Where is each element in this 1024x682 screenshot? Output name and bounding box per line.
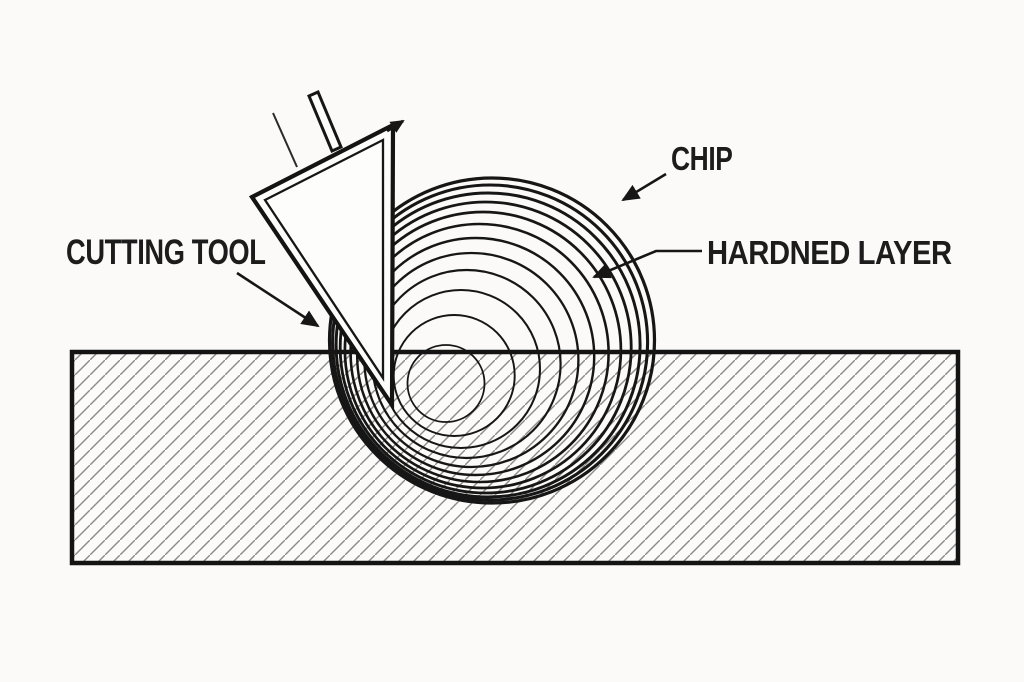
tool-motion-arrow xyxy=(386,119,405,133)
tool-body-triangle xyxy=(248,121,396,412)
chip-curl-arc xyxy=(343,210,623,490)
tool-shank xyxy=(307,90,343,153)
chip-curl-arc xyxy=(349,222,610,484)
tool-inner-bevel xyxy=(263,138,385,382)
chip-curl-arc xyxy=(406,344,486,423)
chip-curl-arc xyxy=(334,191,642,499)
cutting-tool-label: CUTTING TOOL xyxy=(66,233,266,272)
tool-sketch-line xyxy=(272,112,298,168)
chip-curl-arc xyxy=(338,200,633,495)
cutting-tool xyxy=(248,90,405,412)
chip-curl-arc xyxy=(327,176,657,505)
chip-arrow xyxy=(621,172,667,202)
chip-curl-arc xyxy=(331,183,650,502)
hardened-layer-leader-arrow xyxy=(592,249,702,279)
hardened-layer-label: HARDNED LAYER xyxy=(707,234,952,271)
chip-label: CHIP xyxy=(671,140,733,177)
cutting-tool-arrow xyxy=(236,271,320,328)
